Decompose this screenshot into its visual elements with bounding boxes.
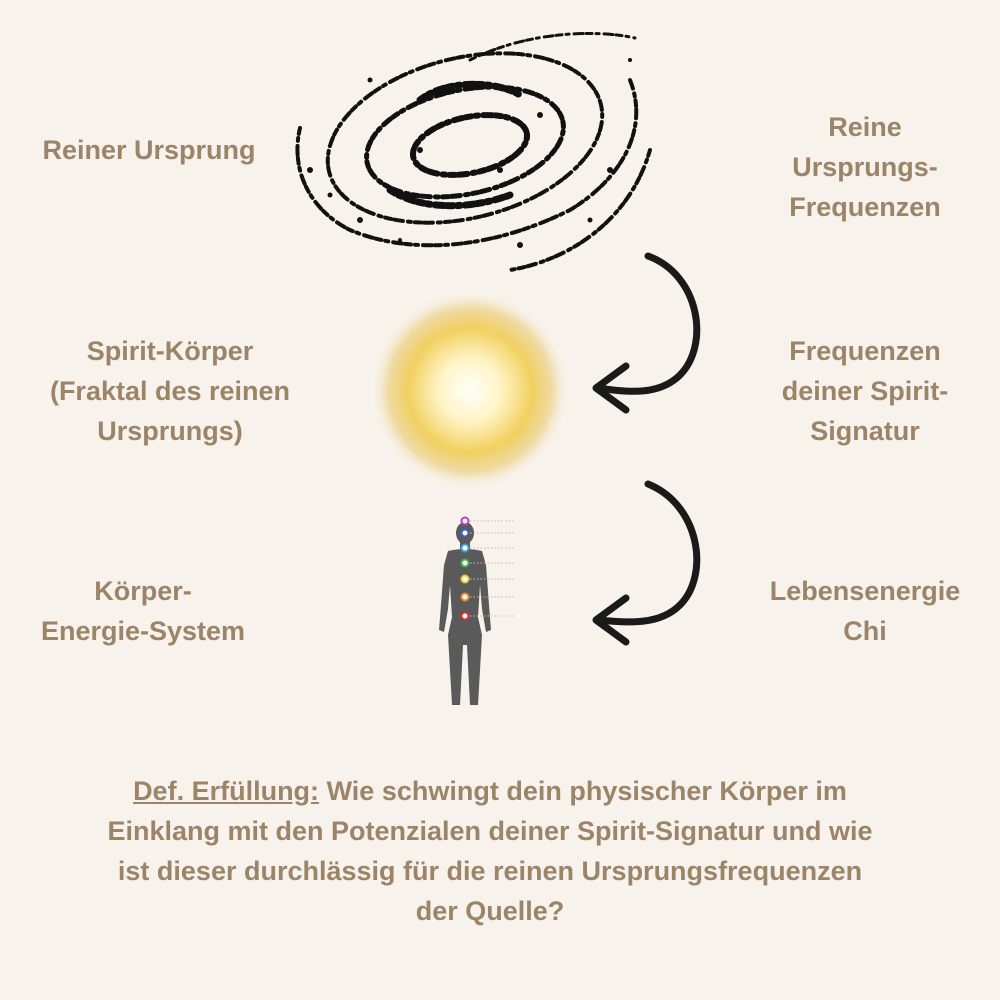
label-koerper-energie-system: Körper- Energie-System [40,576,246,646]
definition-term: Def. Erfüllung: [133,776,320,806]
chakra-guide-lines [470,520,515,617]
label-reine-ursprungs-frequenzen: Reine Ursprungs- Frequenzen [789,112,941,222]
solar-plexus-chakra-icon [460,574,470,584]
sacral-chakra-icon [460,592,470,602]
spiral-galaxy-icon [295,31,652,272]
curved-arrow-icon [592,480,701,646]
definition-text: Def. Erfüllung: Wie schwingt dein physis… [107,776,873,926]
label-reiner-ursprung: Reiner Ursprung [42,135,256,165]
label-frequenzen-spirit-signatur: Frequenzen deiner Spirit- Signatur [781,336,949,446]
root-chakra-icon [460,611,470,621]
heart-chakra-icon [460,558,470,568]
crown-chakra-icon [460,516,470,526]
human-body-chakras-icon [439,516,515,705]
label-lebensenergie-chi: Lebensenergie Chi [769,576,961,646]
throat-chakra-icon [460,543,470,553]
label-spirit-koerper: Spirit-Körper (Fraktal des reinen Urspru… [49,336,291,446]
third-eye-chakra-icon [460,528,470,538]
glowing-sun-icon [370,290,570,490]
curved-arrow-icon [592,252,701,414]
